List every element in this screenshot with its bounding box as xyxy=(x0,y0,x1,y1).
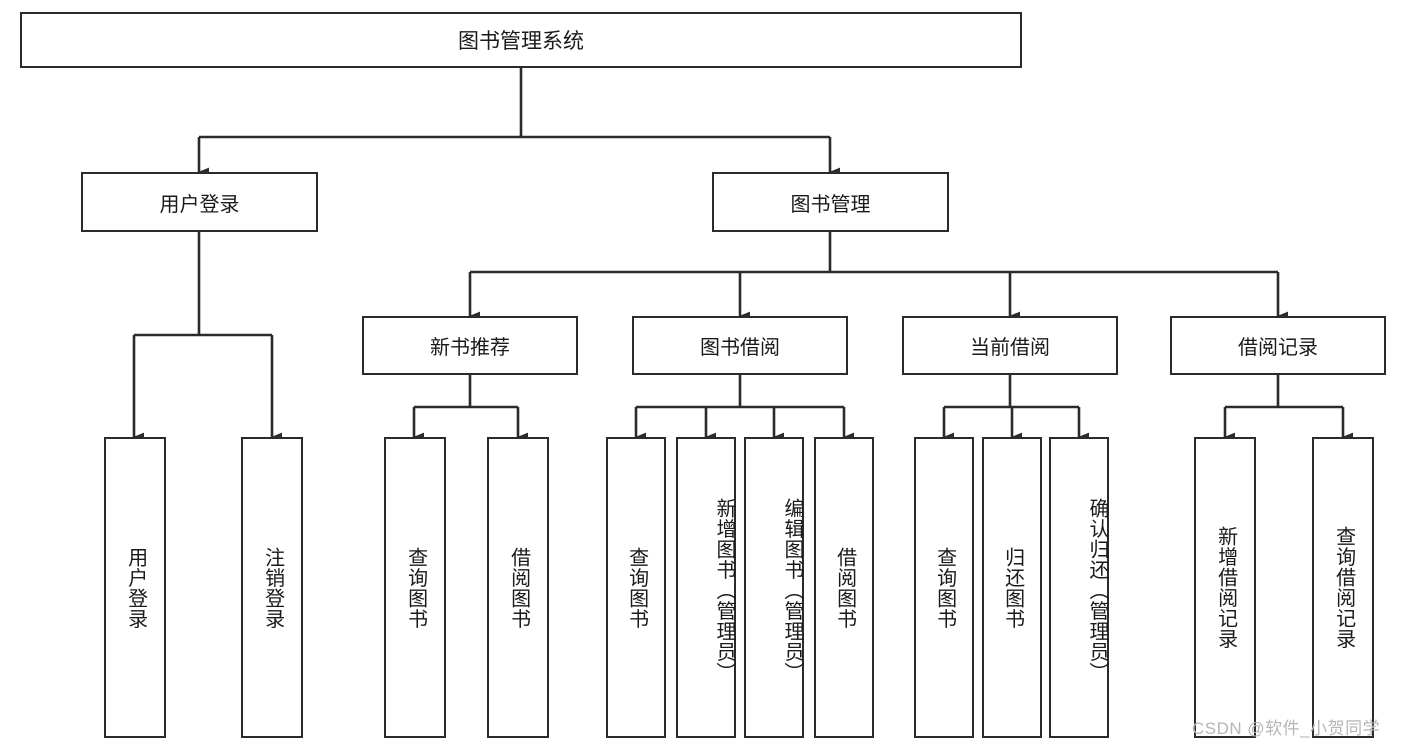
node-label: 用户登录 xyxy=(159,193,240,216)
node-label: 新书推荐 xyxy=(430,337,510,359)
node-book-borrow[interactable]: 图书借阅 xyxy=(632,316,848,375)
node-label: 查询借阅记录 xyxy=(1332,526,1355,649)
node-root-system[interactable]: 图书管理系统 xyxy=(20,12,1022,68)
node-label: 归还图书 xyxy=(1001,546,1024,629)
node-label: 新增图书（管理员） xyxy=(713,498,735,683)
node-label: 图书管理 xyxy=(790,193,871,216)
node-new-book-recommend[interactable]: 新书推荐 xyxy=(362,316,578,375)
watermark-text: CSDN @软件_小贺同学 xyxy=(1192,719,1381,738)
leaf-query-book-2[interactable]: 查询图书 xyxy=(606,437,666,738)
leaf-logout-login[interactable]: 注销登录 xyxy=(241,437,303,738)
node-label: 借阅图书 xyxy=(507,546,530,629)
leaf-add-book[interactable]: 新增图书（管理员） xyxy=(676,437,736,738)
leaf-user-login[interactable]: 用户登录 xyxy=(104,437,166,738)
leaf-query-record[interactable]: 查询借阅记录 xyxy=(1312,437,1374,738)
node-label: 图书管理系统 xyxy=(458,30,584,53)
leaf-confirm-return[interactable]: 确认归还（管理员） xyxy=(1049,437,1109,738)
leaf-query-book-1[interactable]: 查询图书 xyxy=(384,437,446,738)
node-borrow-record[interactable]: 借阅记录 xyxy=(1170,316,1386,375)
node-label: 当前借阅 xyxy=(970,337,1050,359)
node-book-manage[interactable]: 图书管理 xyxy=(712,172,949,232)
node-label: 确认归还（管理员） xyxy=(1086,498,1108,683)
node-user-login[interactable]: 用户登录 xyxy=(81,172,318,232)
node-label: 用户登录 xyxy=(124,546,147,629)
node-label: 查询图书 xyxy=(933,546,956,629)
node-label: 查询图书 xyxy=(625,546,648,629)
node-label: 图书借阅 xyxy=(700,337,780,359)
node-label: 注销登录 xyxy=(261,546,284,629)
leaf-query-book-3[interactable]: 查询图书 xyxy=(914,437,974,738)
leaf-add-record[interactable]: 新增借阅记录 xyxy=(1194,437,1256,738)
node-label: 借阅图书 xyxy=(833,546,856,629)
node-label: 新增借阅记录 xyxy=(1214,526,1237,649)
node-label: 借阅记录 xyxy=(1238,337,1318,359)
leaf-borrow-book-1[interactable]: 借阅图书 xyxy=(487,437,549,738)
leaf-edit-book[interactable]: 编辑图书（管理员） xyxy=(744,437,804,738)
node-label: 编辑图书（管理员） xyxy=(781,498,803,683)
node-label: 查询图书 xyxy=(404,546,427,629)
leaf-return-book[interactable]: 归还图书 xyxy=(982,437,1042,738)
node-current-borrow[interactable]: 当前借阅 xyxy=(902,316,1118,375)
leaf-borrow-book-2[interactable]: 借阅图书 xyxy=(814,437,874,738)
